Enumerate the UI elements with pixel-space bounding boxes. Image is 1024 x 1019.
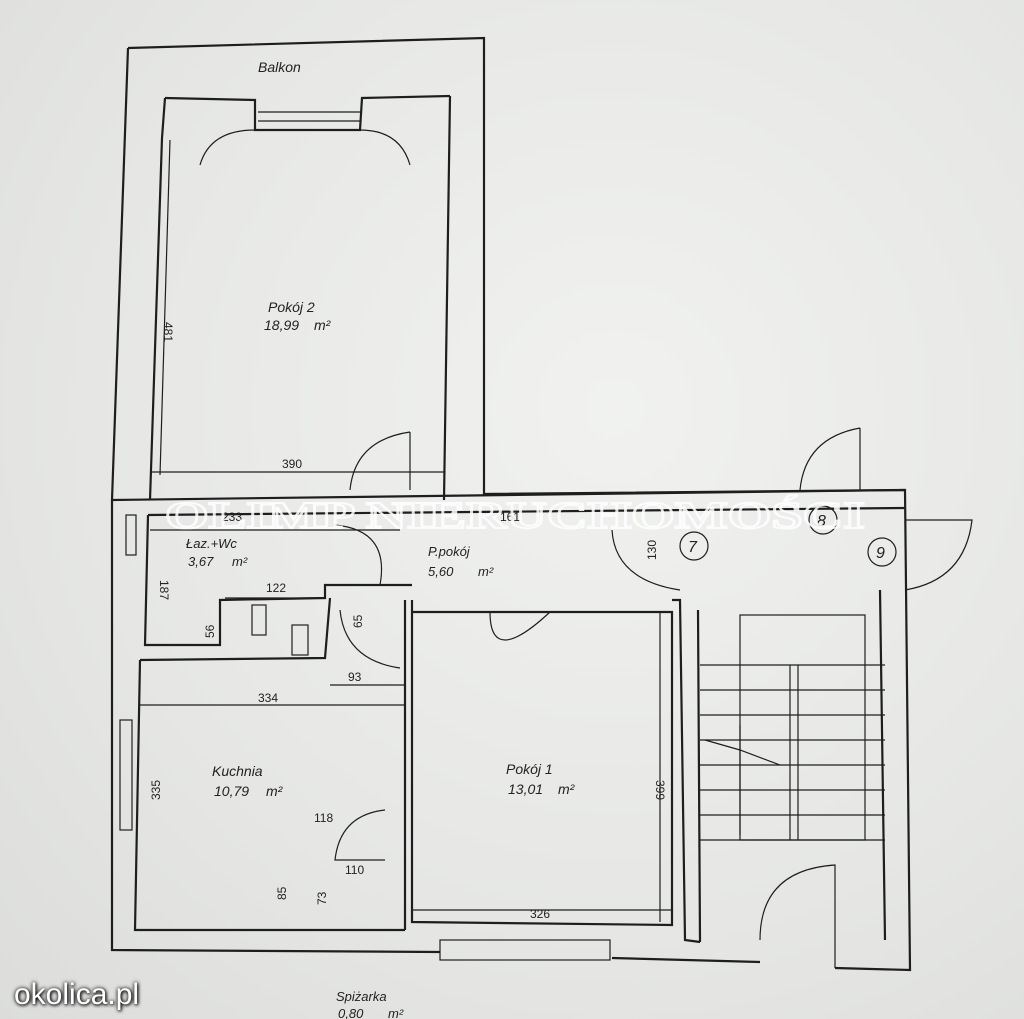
dim-110: 110 bbox=[345, 863, 364, 877]
dim-56: 56 bbox=[203, 624, 217, 638]
walls bbox=[110, 36, 912, 972]
site-watermark: okolica.pl bbox=[14, 978, 140, 1011]
dim-334: 334 bbox=[258, 691, 278, 705]
kitchen-area: 10,79 bbox=[214, 783, 249, 799]
hall-unit: m² bbox=[478, 564, 494, 579]
bathroom-unit: m² bbox=[232, 554, 248, 569]
dim-481: 481 bbox=[161, 322, 175, 342]
kitchen-unit: m² bbox=[266, 783, 284, 799]
dim-326: 326 bbox=[530, 907, 550, 921]
pantry-area: 0,80 bbox=[338, 1006, 364, 1019]
watermark-text: OLIMP NIERUCHOMOŚCI bbox=[165, 495, 865, 537]
dim-85: 85 bbox=[275, 886, 289, 900]
room2-unit: m² bbox=[314, 317, 332, 333]
dim-390: 390 bbox=[282, 457, 302, 471]
marker-8: 8 bbox=[817, 513, 826, 530]
marker-7: 7 bbox=[688, 539, 698, 556]
dim-65: 65 bbox=[351, 614, 365, 628]
dim-335: 335 bbox=[149, 780, 163, 800]
room2-name: Pokój 2 bbox=[268, 299, 315, 315]
unit-markers bbox=[679, 505, 897, 567]
dim-118: 118 bbox=[314, 811, 333, 825]
dim-93: 93 bbox=[348, 670, 362, 684]
kitchen-name: Kuchnia bbox=[212, 763, 263, 779]
pantry-unit: m² bbox=[388, 1006, 404, 1019]
hall-area: 5,60 bbox=[428, 564, 454, 579]
dim-233: 233 bbox=[222, 510, 242, 524]
room2-area: 18,99 bbox=[264, 317, 299, 333]
room1-area: 13,01 bbox=[508, 781, 543, 797]
dim-161: 161 bbox=[500, 510, 520, 524]
hall-name: P.pokój bbox=[428, 544, 471, 559]
door-arcs bbox=[199, 129, 973, 968]
marker-9: 9 bbox=[876, 545, 885, 562]
dim-130: 130 bbox=[645, 540, 659, 560]
room1-unit: m² bbox=[558, 781, 576, 797]
pantry-name: Spiżarka bbox=[336, 989, 387, 1004]
dim-122: 122 bbox=[266, 581, 286, 595]
room1-name: Pokój 1 bbox=[506, 761, 553, 777]
dimension-lines bbox=[140, 139, 672, 922]
dim-399: 399 bbox=[653, 780, 667, 800]
bathroom-area: 3,67 bbox=[188, 554, 214, 569]
dim-73: 73 bbox=[315, 891, 329, 905]
bathroom-name: Łaz.+Wc bbox=[186, 536, 237, 551]
balcony-label: Balkon bbox=[258, 59, 301, 75]
dim-187: 187 bbox=[157, 580, 171, 600]
